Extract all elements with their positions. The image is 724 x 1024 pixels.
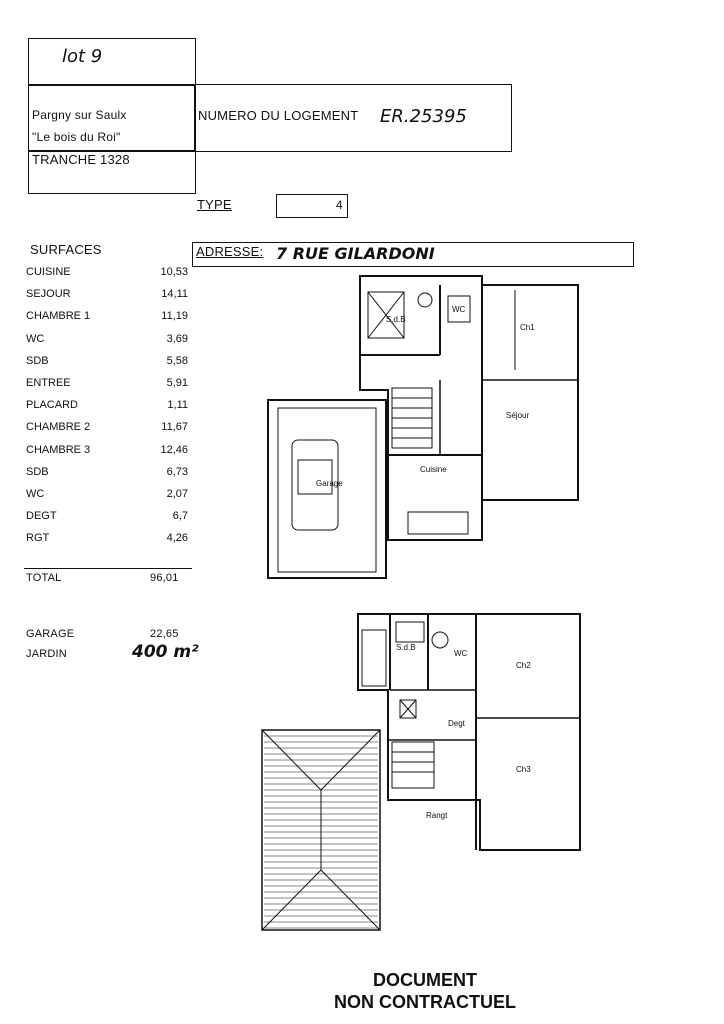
location-box [28,84,196,152]
surface-value: 11,19 [161,310,188,323]
surface-value: 4,26 [166,532,188,545]
surface-value: 10,53 [160,266,188,278]
jardin-label: JARDIN [26,648,67,660]
surface-name: CHAMBRE 2 [26,421,91,434]
surface-value: 3,69 [166,332,188,345]
garage-value: 22,65 [150,628,179,640]
total-label: TOTAL [26,572,62,584]
surface-name: WC [26,488,45,500]
tranche-box [28,150,196,194]
surface-value: 1,11 [167,399,188,412]
type-label: TYPE [197,197,232,212]
address-value: 7 RUE GILARDONI [276,244,435,263]
upper-degt-label: Degt [448,719,466,728]
surface-row: DEGT 6,7 [26,510,192,528]
tranche-label: TRANCHE 1328 [32,152,130,167]
type-value: 4 [336,198,343,212]
address-box [192,242,634,267]
surface-row: SEJOUR 14,11 [26,288,192,306]
surface-row: PLACARD 1,11 [26,399,192,417]
surface-value: 2,07 [166,488,188,500]
jardin-value: 400 m² [132,642,199,662]
surface-row: SDB 6,73 [26,466,192,484]
surfaces-title: SURFACES [30,242,102,257]
ground-ch-label: Ch1 [520,323,535,332]
lot-box [28,38,196,86]
ground-sejour-label: Séjour [506,411,529,420]
surface-row: WC 2,07 [26,488,192,506]
total-rule [24,568,192,569]
surface-name: ENTREE [26,377,71,389]
surface-name: DEGT [26,510,57,523]
surface-name: RGT [26,532,50,545]
type-box [276,194,348,218]
surface-row: CHAMBRE 3 12,46 [26,444,192,462]
numero-box [194,84,512,152]
numero-label: NUMERO DU LOGEMENT [198,108,359,123]
surface-row: CHAMBRE 2 11,67 [26,421,192,439]
footer-line1: DOCUMENT [373,970,477,990]
surface-name: SDB [26,354,49,367]
surface-value: 5,91 [166,377,188,389]
surface-name: SDB [26,465,49,478]
surface-row: CUISINE 10,53 [26,266,192,284]
garage-label: GARAGE [26,628,75,640]
surface-name: CHAMBRE 1 [26,310,91,323]
surface-value: 12,46 [160,443,188,456]
upper-wc-label: WC [454,649,468,658]
ground-sdb-label: S.d.B [386,315,406,324]
upper-ch2-label: Ch2 [516,661,531,670]
numero-value: ER.25395 [380,106,467,127]
upper-sdb-label: S.d.B [396,643,416,652]
surface-row: ENTREE 5,91 [26,377,192,395]
surface-name: PLACARD [26,399,78,412]
lot-handwritten: lot 9 [62,46,103,67]
location-line2: "Le bois du Roi" [32,130,121,144]
upper-rgt-label: Rangt [426,811,448,820]
surface-row: RGT 4,26 [26,532,192,550]
surface-value: 14,11 [161,288,188,301]
surface-row: WC 3,69 [26,333,192,351]
ground-wc-label: WC [452,305,466,314]
surface-value: 6,7 [172,510,188,523]
ground-cuisine-label: Cuisine [420,465,447,474]
upper-ch3-label: Ch3 [516,765,531,774]
ground-garage-label: Garage [316,479,343,488]
address-label: ADRESSE: [196,244,264,259]
surface-row: CHAMBRE 1 11,19 [26,310,192,328]
surface-name: WC [26,332,45,345]
surface-name: CHAMBRE 3 [26,443,91,456]
surface-value: 11,67 [161,421,188,434]
surface-name: CUISINE [26,266,71,278]
footer-line2: NON CONTRACTUEL [334,992,516,1012]
surface-value: 6,73 [166,465,188,478]
surface-value: 5,58 [166,354,188,367]
surface-row: SDB 5,58 [26,355,192,373]
location-line1: Pargny sur Saulx [32,108,127,122]
total-value: 96,01 [150,572,179,584]
surface-name: SEJOUR [26,288,71,301]
